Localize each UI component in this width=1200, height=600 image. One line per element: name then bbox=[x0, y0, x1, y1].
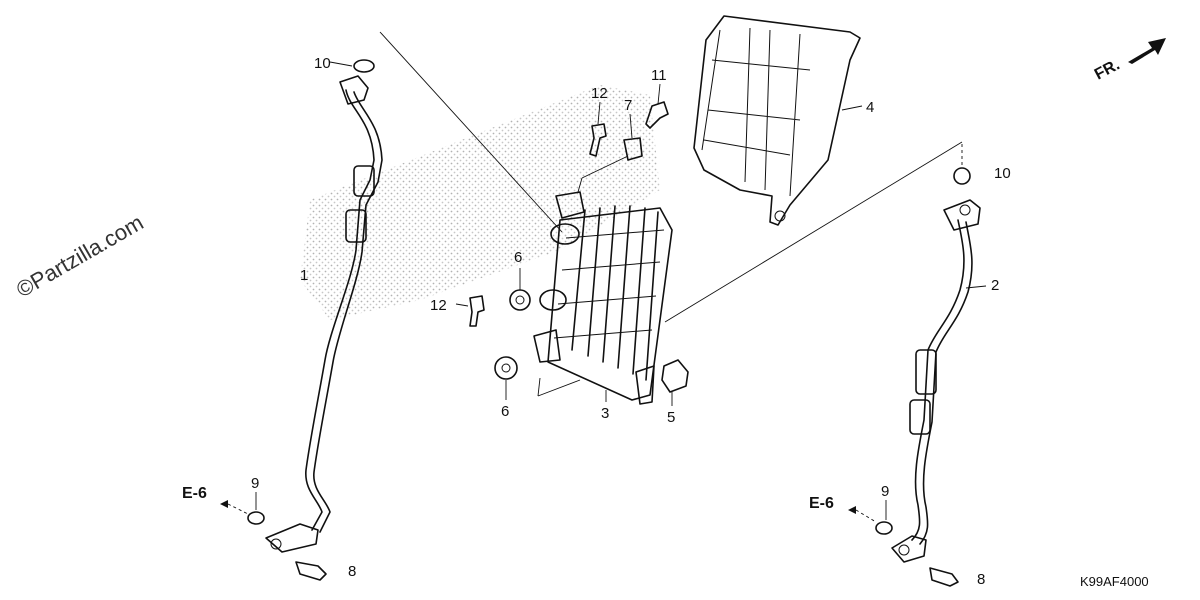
callout-6-upper: 6 bbox=[514, 249, 522, 266]
callout-4: 4 bbox=[866, 99, 874, 116]
callout-3: 3 bbox=[601, 405, 609, 422]
bolt-shape bbox=[645, 101, 669, 129]
arrow-icon bbox=[220, 500, 228, 508]
arrow-icon bbox=[848, 506, 856, 514]
guard-outline bbox=[693, 15, 861, 226]
grommet-shape bbox=[494, 356, 518, 380]
hose-1-banjo bbox=[265, 523, 319, 553]
part-10-o-ring-left bbox=[353, 59, 375, 73]
part-7-collar bbox=[623, 137, 643, 161]
part-3-oil-cooler bbox=[533, 191, 673, 405]
background-shading bbox=[300, 85, 660, 320]
callout-leaders bbox=[255, 61, 987, 520]
part-6-grommet-lower bbox=[494, 356, 518, 380]
hose-1-outline bbox=[305, 89, 383, 533]
cooler-mount-tab bbox=[555, 191, 585, 219]
clip-nut-shape bbox=[661, 359, 689, 393]
cooler-mount-tab bbox=[533, 329, 561, 363]
part-12-bolt-upper bbox=[589, 123, 607, 157]
callout-10-right: 10 bbox=[994, 165, 1011, 182]
callout-9-right: 9 bbox=[881, 483, 889, 500]
callout-6-lower: 6 bbox=[501, 403, 509, 420]
watermark: ©Partzilla.com bbox=[12, 210, 148, 303]
part-10-o-ring-right bbox=[953, 167, 971, 185]
cooler-fins bbox=[553, 205, 665, 381]
reference-e6-right bbox=[848, 506, 877, 523]
hose-1-fitting bbox=[339, 75, 369, 105]
bolt-shape bbox=[469, 295, 485, 327]
bolt-shape bbox=[295, 561, 327, 581]
leader-line bbox=[664, 141, 963, 323]
hose-2-outline bbox=[911, 219, 973, 545]
guard-mount-hole bbox=[774, 210, 786, 222]
hose-2-flange-hole bbox=[959, 204, 971, 216]
bolt-shape bbox=[929, 567, 959, 587]
hose-2-sleeve bbox=[909, 399, 931, 435]
part-8-banjo-bolt-left bbox=[295, 561, 327, 581]
callout-8-left: 8 bbox=[348, 563, 356, 580]
collar-shape bbox=[623, 137, 643, 161]
part-9-washer-left bbox=[247, 511, 265, 525]
callout-9-left: 9 bbox=[251, 475, 259, 492]
part-5-clip-nut bbox=[661, 359, 689, 393]
callout-12-upper: 12 bbox=[591, 85, 608, 102]
part-1-oil-hose-left bbox=[265, 75, 383, 553]
hose-2-banjo bbox=[891, 535, 927, 563]
reference-label-e6-left: E-6 bbox=[182, 485, 207, 502]
reference-label-e6-right: E-6 bbox=[809, 495, 834, 512]
callout-5: 5 bbox=[667, 409, 675, 426]
part-8-banjo-bolt-right bbox=[929, 567, 959, 587]
front-direction-arrow: FR. bbox=[1092, 38, 1166, 84]
callout-7: 7 bbox=[624, 97, 632, 114]
part-9-washer-right bbox=[875, 521, 893, 535]
hose-1-sleeve bbox=[345, 209, 367, 243]
bolt-shape bbox=[589, 123, 607, 157]
part-12-bolt-lower bbox=[469, 295, 485, 327]
callout-11: 11 bbox=[651, 67, 667, 84]
callout-2: 2 bbox=[991, 277, 999, 294]
diagram-code: K99AF4000 bbox=[1080, 574, 1149, 589]
cooler-port-seal bbox=[550, 223, 580, 245]
grommet-hole bbox=[501, 363, 511, 373]
grommet-shape bbox=[509, 289, 531, 311]
part-2-oil-hose-right bbox=[891, 199, 981, 563]
reference-e6-left bbox=[220, 500, 249, 515]
guard-ribs bbox=[701, 27, 811, 197]
hose-2-sleeve bbox=[915, 349, 937, 395]
hose-2-flange bbox=[943, 199, 981, 231]
arrow-icon bbox=[1128, 38, 1166, 64]
callout-12-lower: 12 bbox=[430, 297, 447, 314]
leader-line bbox=[379, 31, 563, 233]
callout-1: 1 bbox=[300, 267, 308, 284]
cooler-mount-tab bbox=[635, 365, 655, 405]
hose-1-sleeve bbox=[353, 165, 375, 197]
hose-2-banjo-hole bbox=[898, 544, 910, 556]
direction-label: FR. bbox=[1092, 56, 1123, 83]
part-6-grommet-upper bbox=[509, 289, 531, 311]
callout-8-right: 8 bbox=[977, 571, 985, 588]
callout-10-left: 10 bbox=[314, 55, 331, 72]
part-4-cooler-guard bbox=[693, 15, 861, 226]
cooler-port-seal bbox=[539, 289, 567, 311]
part-11-bolt bbox=[645, 101, 669, 129]
hose-1-banjo-hole bbox=[270, 538, 282, 550]
grommet-hole bbox=[515, 295, 525, 305]
